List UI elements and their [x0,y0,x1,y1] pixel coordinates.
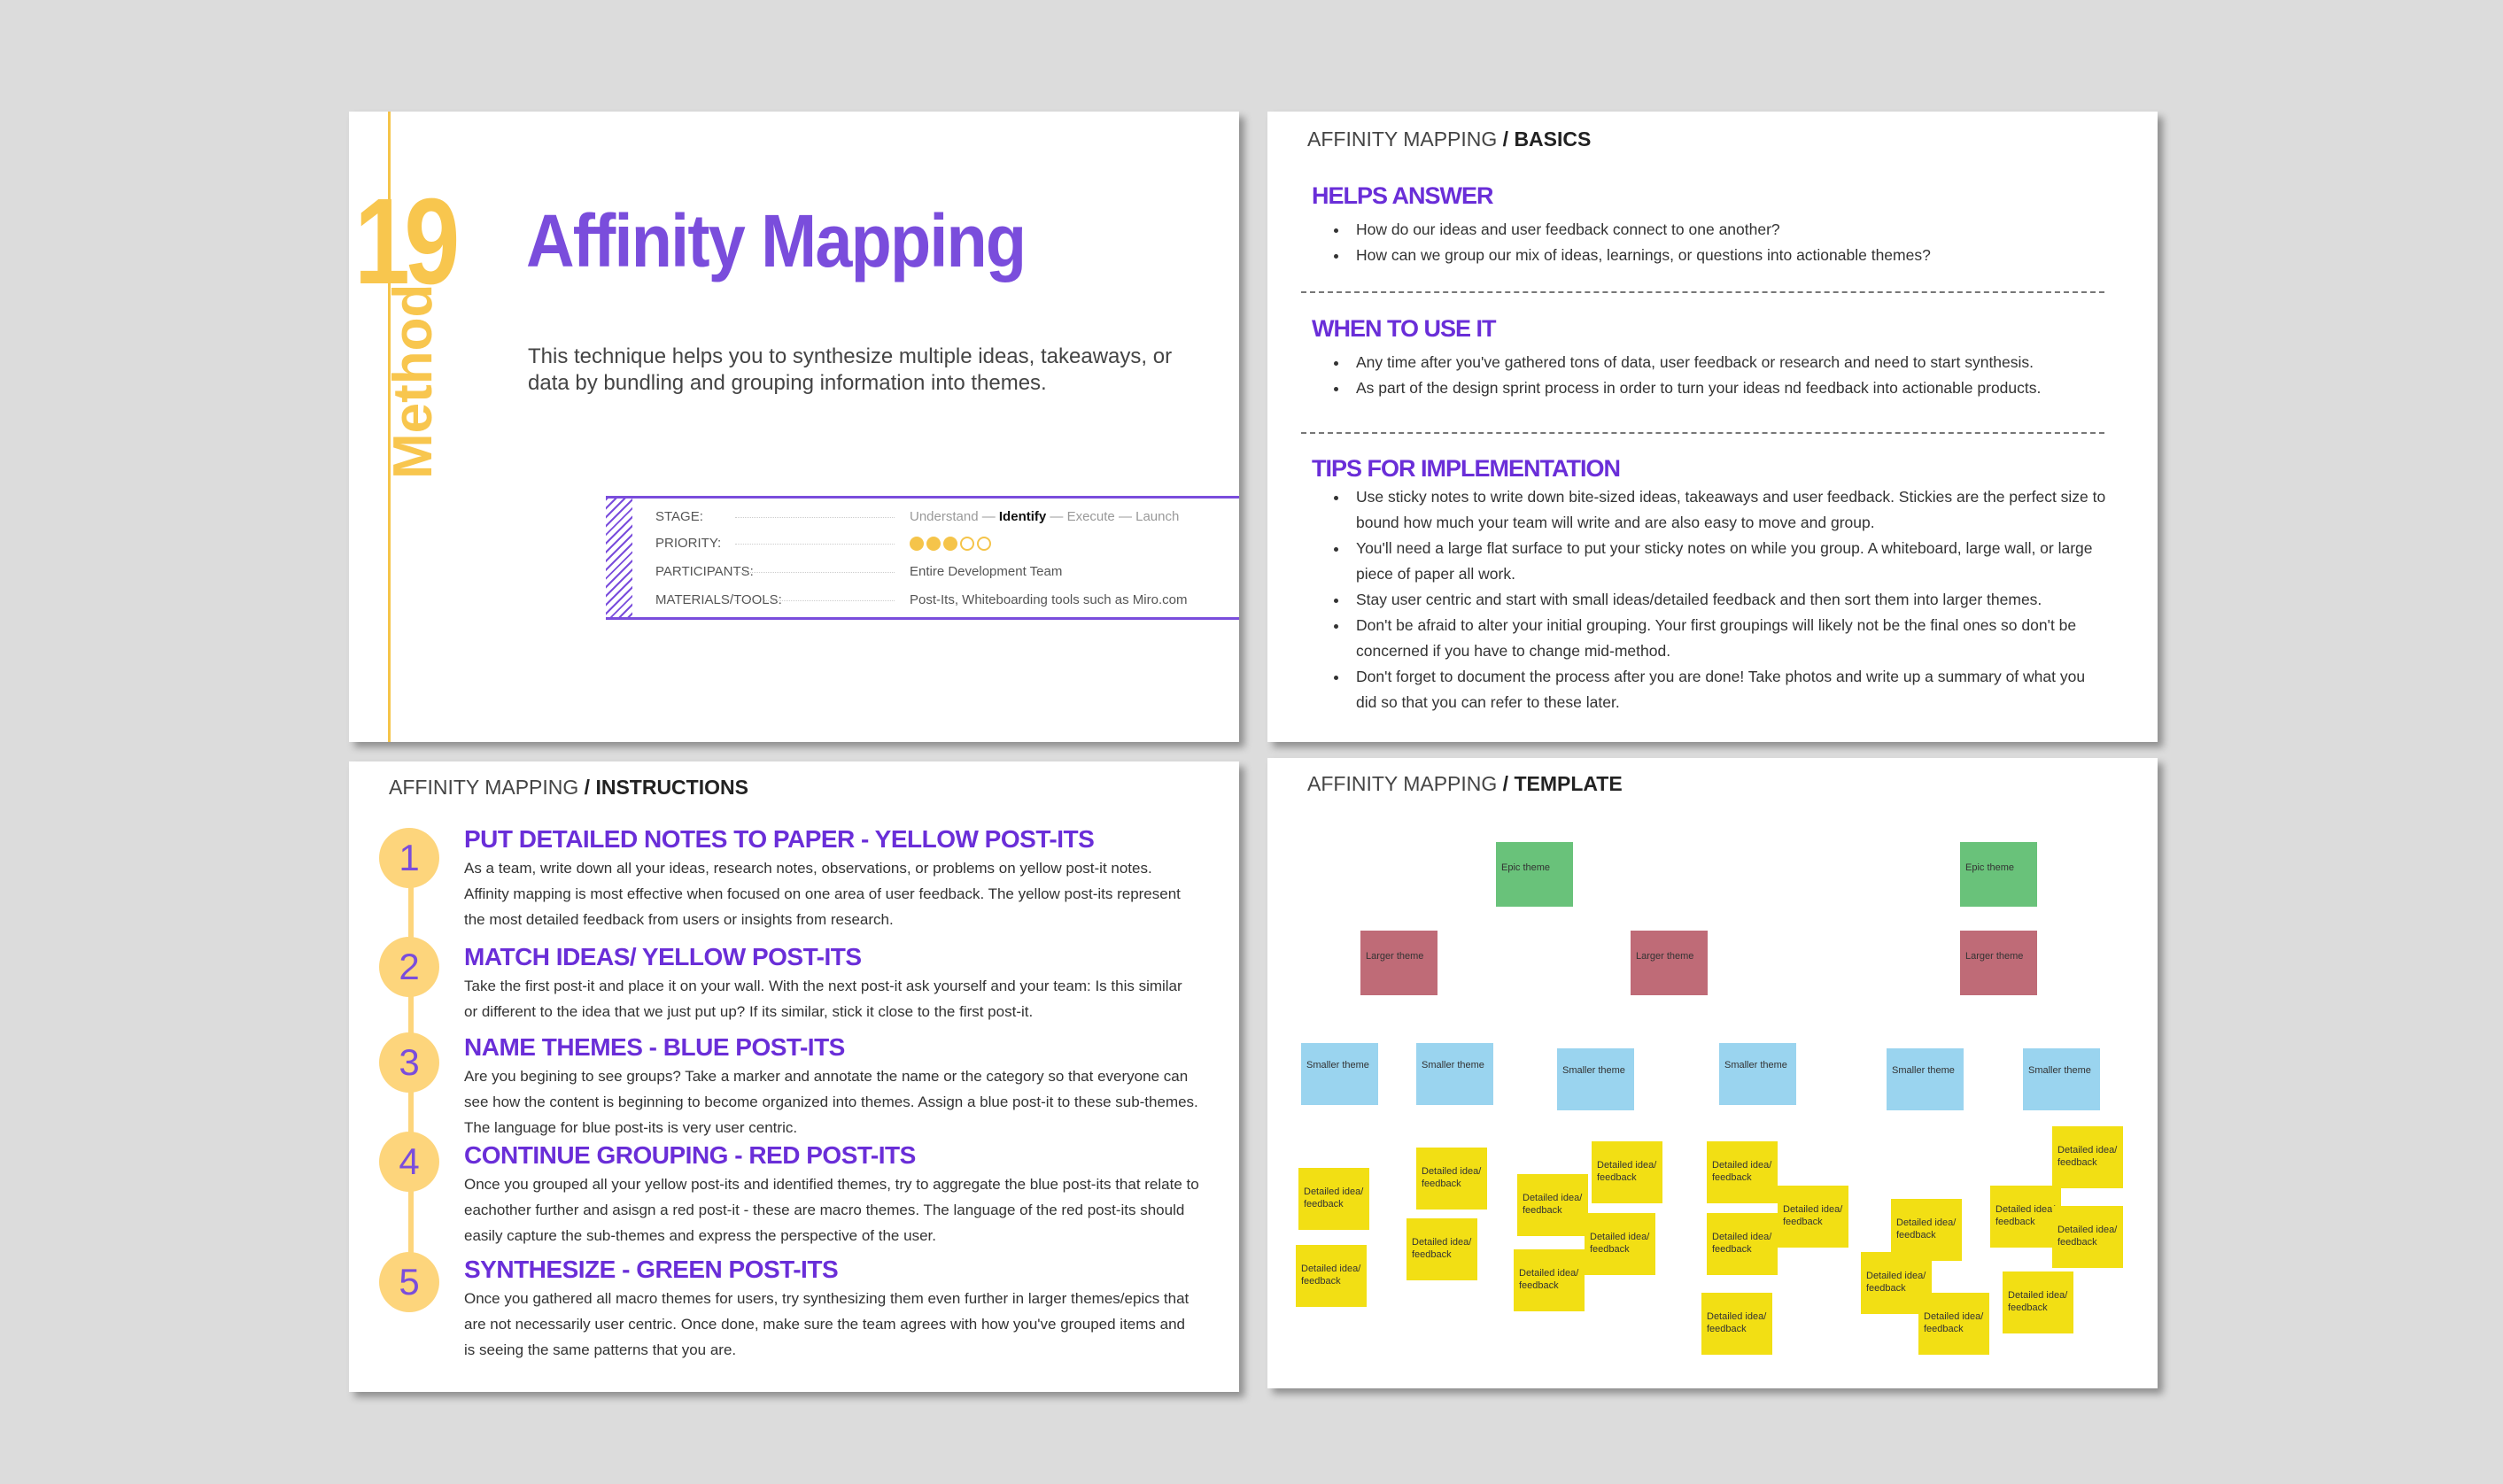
method-description: This technique helps you to synthesize m… [528,344,1173,395]
detail-note: Detailed idea/ feedback [1517,1174,1588,1236]
step-3: NAME THEMES - BLUE POST-ITS Are you begi… [464,1033,1198,1136]
method-label: Method [383,283,444,479]
step-number-badge: 4 [379,1132,439,1192]
method-number: 19 [354,174,460,310]
instructions-slide: AFFINITY MAPPING / INSTRUCTIONS 1 PUT DE… [349,761,1239,1392]
tips-section: TIPS FOR IMPLEMENTATION Use sticky notes… [1312,455,2109,715]
detail-note: Detailed idea/ feedback [1990,1186,2061,1248]
detail-note: Detailed idea/ feedback [1707,1213,1778,1275]
list-item: Don't forget to document the process aft… [1349,664,2109,715]
step-number-badge: 1 [379,828,439,888]
priority-dot-filled [943,537,957,552]
list-item: Use sticky notes to write down bite-size… [1349,484,2109,536]
step-number-badge: 5 [379,1252,439,1312]
detail-note: Detailed idea/ feedback [1592,1141,1662,1203]
smaller-theme-note: Smaller theme [1557,1048,1634,1110]
detail-note: Detailed idea/ feedback [1707,1141,1778,1203]
detail-note: Detailed idea/ feedback [1514,1249,1585,1311]
step-5: SYNTHESIZE - GREEN POST-ITS Once you gat… [464,1256,1190,1358]
larger-theme-note: Larger theme [1631,931,1708,995]
current-stage: Identify [998,509,1047,524]
detail-note: Detailed idea/ feedback [1918,1293,1989,1355]
divider [1301,432,2104,434]
list-item: As part of the design sprint process in … [1349,375,2109,401]
hatch-decoration [606,499,632,617]
smaller-theme-note: Smaller theme [1301,1043,1378,1105]
smaller-theme-note: Smaller theme [1887,1048,1964,1110]
priority-dot-empty [960,537,974,552]
step-number-badge: 2 [379,937,439,997]
list-item: How do our ideas and user feedback conne… [1349,217,2109,243]
step-1: PUT DETAILED NOTES TO PAPER - YELLOW POS… [464,825,1181,928]
detail-note: Detailed idea/ feedback [1891,1199,1962,1261]
step-4: CONTINUE GROUPING - RED POST-ITS Once yo… [464,1141,1199,1244]
divider [1301,291,2104,293]
detail-note: Detailed idea/ feedback [1701,1293,1772,1355]
slide-header: AFFINITY MAPPING / BASICS [1307,128,1592,151]
epic-theme-note: Epic theme [1960,842,2037,907]
larger-theme-note: Larger theme [1960,931,2037,995]
detail-note: Detailed idea/ feedback [2052,1206,2123,1268]
slide-header: AFFINITY MAPPING / INSTRUCTIONS [389,776,748,799]
smaller-theme-note: Smaller theme [2023,1048,2100,1110]
step-2: MATCH IDEAS/ YELLOW POST-ITS Take the fi… [464,943,1182,1020]
title-slide: 19 Method Affinity Mapping This techniqu… [349,112,1239,742]
larger-theme-note: Larger theme [1360,931,1437,995]
list-item: How can we group our mix of ideas, learn… [1349,243,2109,268]
list-item: Stay user centric and start with small i… [1349,587,2109,613]
epic-theme-note: Epic theme [1496,842,1573,907]
priority-dot-empty [977,537,991,552]
slide-title: Affinity Mapping [526,199,1027,282]
basics-slide: AFFINITY MAPPING / BASICS HELPS ANSWER H… [1267,112,2158,742]
priority-rating [910,536,994,552]
detail-note: Detailed idea/ feedback [2003,1271,2073,1333]
helps-answer-section: HELPS ANSWER How do our ideas and user f… [1312,182,2109,268]
priority-dot-filled [926,537,941,552]
detail-note: Detailed idea/ feedback [1298,1168,1369,1230]
list-item: You'll need a large flat surface to put … [1349,536,2109,587]
list-item: Any time after you've gathered tons of d… [1349,350,2109,375]
template-slide: AFFINITY MAPPING / TEMPLATE Epic theme E… [1267,758,2158,1388]
when-to-use-section: WHEN TO USE IT Any time after you've gat… [1312,315,2109,401]
detail-note: Detailed idea/ feedback [1406,1218,1477,1280]
slide-header: AFFINITY MAPPING / TEMPLATE [1307,772,1623,795]
step-number-badge: 3 [379,1032,439,1093]
detail-note: Detailed idea/ feedback [1416,1148,1487,1210]
detail-note: Detailed idea/ feedback [1296,1245,1367,1307]
detail-note: Detailed idea/ feedback [2052,1126,2123,1188]
method-info-box: STAGE: Understand — Identify — Execute —… [606,496,1239,620]
smaller-theme-note: Smaller theme [1416,1043,1493,1105]
priority-dot-filled [910,537,924,552]
detail-note: Detailed idea/ feedback [1585,1213,1655,1275]
list-item: Don't be afraid to alter your initial gr… [1349,613,2109,664]
detail-note: Detailed idea/ feedback [1778,1186,1848,1248]
smaller-theme-note: Smaller theme [1719,1043,1796,1105]
timeline-line [388,112,391,742]
